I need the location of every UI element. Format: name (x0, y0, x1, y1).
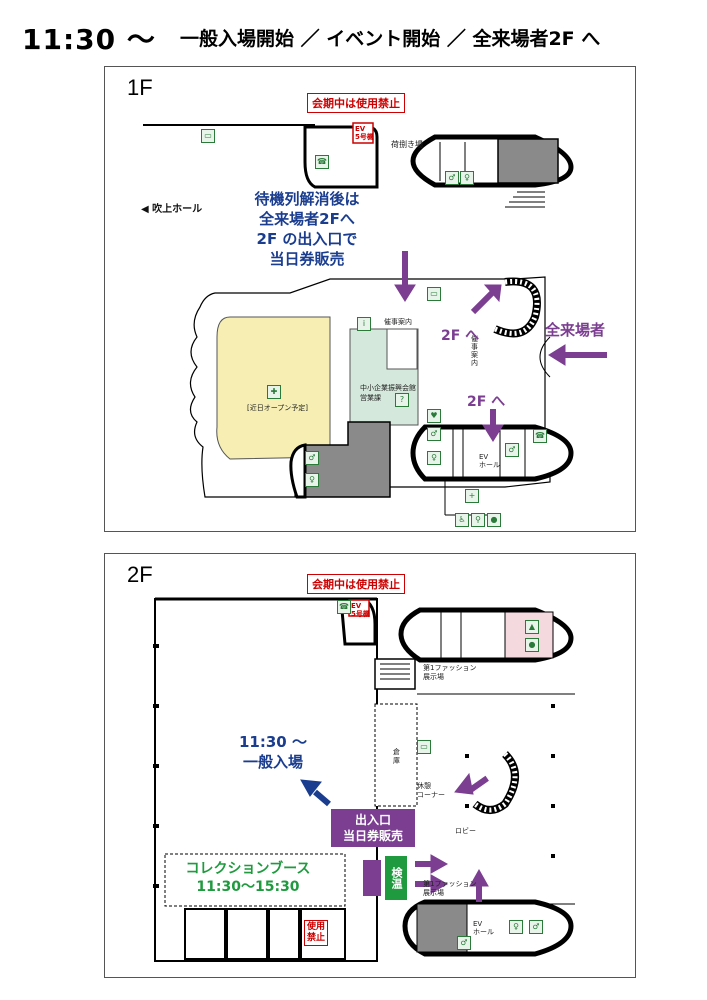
info-desk-label: 催事案内 (384, 318, 412, 326)
floor-1-map: 1F 会期中は使用禁止 EV 5号機 荷捌き場 ◀ 吹上ホール 待機列解消後は … (104, 66, 636, 532)
help-icon: ? (395, 393, 409, 407)
info-icon: i (357, 317, 371, 331)
floor-2-restroom-icon-b: ♀ (509, 920, 523, 934)
floor-1-hall-label: ◀ 吹上ホール (141, 204, 203, 215)
floor-2-phone-icon: ☎ (337, 600, 351, 614)
exit-label: 出入口 (354, 813, 391, 827)
entry-note-line-2: 一般入場 (242, 753, 303, 771)
floor-2-label: 2F (127, 562, 153, 587)
notice-line-4: 当日券販売 (269, 250, 345, 268)
to-2f-label-b: 2F へ (467, 394, 506, 410)
restaurant-label: [近日オープン予定] (247, 404, 309, 412)
restroom-icon-2: ♀ (427, 451, 441, 465)
booth-title: コレクションブース (185, 861, 311, 877)
info-desk-vertical: 催 事 案 内 (471, 335, 478, 367)
no-use-line-1: 使用 (307, 922, 326, 932)
restroom-icon-3: ♂ (505, 443, 519, 457)
floor-2-plan (153, 597, 575, 962)
floor-2-exit-sign-icon: ▭ (417, 740, 431, 754)
family-restroom-icon: ⚲ (471, 513, 485, 527)
nursing-room-icon: ● (525, 638, 539, 652)
page-header: 11:30 ～ 一般入場開始 ／ イベント開始 ／ 全来場者2F へ (0, 0, 707, 60)
elevator-icon: ▲ (525, 620, 539, 634)
fashion-hall-label-1: 第1ファッション 展示場 (423, 664, 477, 681)
restroom-icon-4: ♂ (305, 451, 319, 465)
floor-1-ev-tag: EV 5号機 (355, 125, 374, 141)
exit-sign-icon-2: ▭ (427, 287, 441, 301)
first-aid-icon: + (465, 489, 479, 503)
to-2f-label-a: 2F へ (441, 328, 480, 344)
restroom-icon-5: ♀ (305, 473, 319, 487)
floor-2-restroom-icon-c: ♂ (529, 920, 543, 934)
restroom-icon-top-a: ♂ (445, 171, 459, 185)
entry-note-line-1: 11:30 ～ (239, 733, 307, 751)
floor-2-ev-hall: EV ホール (473, 920, 494, 936)
floor-1-notice: 待機列解消後は 全来場者2Fへ 2F の出入口で 当日券販売 (237, 189, 377, 269)
restroom-icon-1: ♂ (427, 427, 441, 441)
floor-2-no-use-room: 使用 禁止 (304, 920, 329, 946)
exit-ticket-box: 出入口 当日券販売 (331, 809, 415, 847)
phone-icon: ☎ (315, 155, 329, 169)
floor-2-entry-note: 11:30 ～ 一般入場 (223, 732, 323, 772)
floor-1-loading-area: 荷捌き場 (391, 140, 423, 149)
floor-2-map: 2F 会期中は使用禁止 EV 5号機 11:30 ～ 一般入場 第1ファッション… (104, 553, 636, 978)
header-time: 11:30 ～ (22, 23, 156, 56)
booth-hours: 11:30〜15:30 (196, 879, 300, 895)
header-subtitle: 一般入場開始 ／ イベント開始 ／ 全来場者2F へ (180, 28, 601, 50)
notice-line-3: 2F の出入口で (256, 230, 358, 248)
floor-2-ev-tag: EV 5号機 (351, 602, 370, 618)
baby-icon: ● (487, 513, 501, 527)
floor-1-ev-hall: EV ホール (479, 453, 500, 469)
fashion-hall-label-2: 第1ファッション 展示場 (423, 880, 477, 897)
temp-check-marker (363, 860, 381, 896)
floor-1-label: 1F (127, 75, 153, 100)
lobby-label: ロビー (455, 827, 476, 835)
aed-icon: ♥ (427, 409, 441, 423)
accessible-icon: ♿ (455, 513, 469, 527)
floor-1-no-use-sign: 会期中は使用禁止 (307, 93, 405, 113)
no-use-line-2: 禁止 (307, 933, 326, 943)
storage-label: 倉 庫 (393, 748, 400, 765)
temp-check-box: 検温 (385, 856, 407, 900)
floor-2-restroom-icon-a: ♂ (457, 936, 471, 950)
collection-booth-label: コレクションブース 11:30〜15:30 (173, 860, 323, 896)
notice-line-1: 待機列解消後は (254, 190, 360, 208)
notice-line-2: 全来場者2Fへ (259, 210, 355, 228)
rest-corner-label: 休憩 コーナー (417, 782, 445, 799)
exit-sign-icon: ▭ (201, 129, 215, 143)
restroom-icon-top-b: ♀ (460, 171, 474, 185)
floor-2-no-use-sign: 会期中は使用禁止 (307, 574, 405, 594)
phone-icon-2: ☎ (533, 429, 547, 443)
ticket-sales-label: 当日券販売 (342, 829, 403, 843)
floor-1-plan (143, 122, 607, 516)
restaurant-icon: ✚ (267, 385, 281, 399)
sme-office-label: 中小企業振興会館 営業課 (360, 384, 416, 402)
all-visitors-label: 全来場者 (545, 321, 606, 339)
